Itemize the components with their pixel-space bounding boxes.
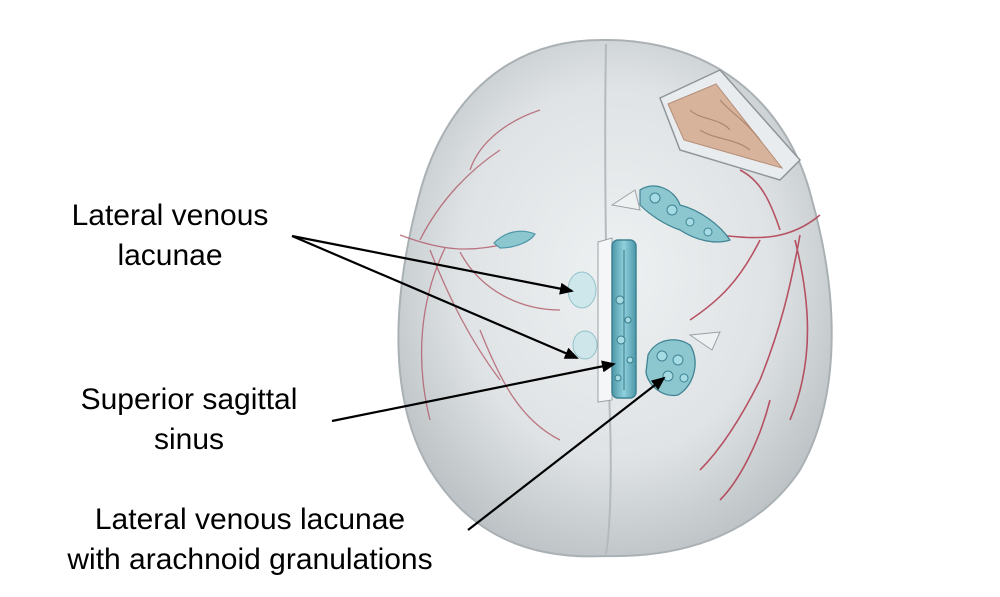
arrow-lacunae-upper [291,234,574,295]
lateral-venous-lacuna-left [493,230,536,249]
label-lacunae-with-granulations-line2: with arachnoid granulations [67,543,433,576]
arrow-superior-sagittal-sinus [331,360,616,423]
label-lateral-venous-lacunae-line1: Lateral venous [71,199,269,232]
annotation-arrows [291,234,666,531]
arrow-lacunae-lower [291,234,579,360]
meningeal-vessels-right [689,169,821,501]
lateral-venous-lacuna-lower [572,330,598,360]
arachnoid-granulations-upper [610,185,731,243]
label-lacunae-with-granulations-line1: Lateral venous lacunae [94,503,406,536]
superior-sagittal-sinus [597,237,637,403]
label-lateral-venous-lacunae-line2: lacunae [117,239,223,272]
arrow-lacuna-granulations [467,376,666,531]
label-superior-sagittal-sinus-line1: Superior sagittal [80,383,298,416]
dura-flap [659,69,802,181]
label-superior-sagittal-sinus-line2: sinus [153,423,225,456]
lateral-venous-lacuna-upper [567,271,597,309]
